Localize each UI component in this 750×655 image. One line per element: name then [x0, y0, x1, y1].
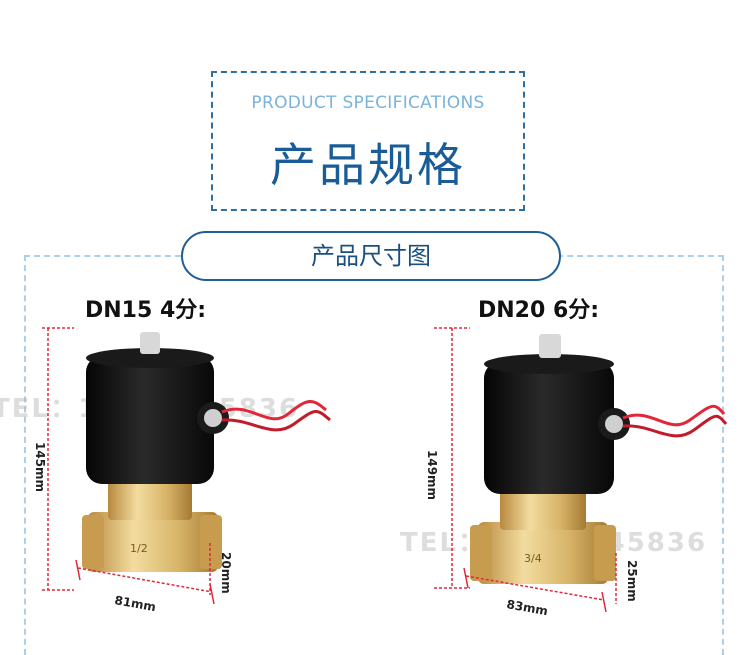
- model-label-dn15: DN15 4分:: [85, 298, 207, 323]
- length-label-dn20: 83mm: [505, 597, 549, 618]
- wire-red-2: [221, 410, 331, 432]
- header-box: PRODUCT SPECIFICATIONS 产品规格: [211, 71, 525, 211]
- height-label-dn20: 149mm: [425, 450, 439, 500]
- section-pill: 产品尺寸图: [181, 231, 561, 281]
- section-label: 产品尺寸图: [311, 242, 431, 270]
- valve-port-right: [594, 525, 616, 581]
- valve-body-pipe: [478, 522, 608, 584]
- body-mark-dn15: 1/2: [130, 542, 148, 555]
- valve-port-left: [82, 515, 104, 569]
- header-title-en: PRODUCT SPECIFICATIONS: [251, 93, 485, 113]
- valve-body-pipe: [88, 512, 218, 572]
- valve-port-right: [200, 515, 222, 569]
- coil-nut: [140, 332, 160, 354]
- model-label-dn20: DN20 6分:: [478, 298, 600, 323]
- valve-bonnet: [500, 488, 586, 530]
- wire-red: [221, 400, 327, 421]
- valve-illustration-dn15: 1/2 145mm 81mm 20mm: [33, 327, 331, 614]
- solenoid-coil: [484, 362, 614, 494]
- valve-port-left: [470, 525, 492, 581]
- body-mark-dn20: 3/4: [524, 552, 542, 565]
- valve-illustration-dn20: 3/4 149mm 83mm 25mm: [425, 327, 728, 618]
- height-label-dn15: 145mm: [33, 442, 47, 492]
- header-title-cn: 产品规格: [270, 138, 466, 192]
- valve-bonnet: [108, 480, 192, 520]
- coil-nut: [539, 334, 561, 358]
- wire-red: [622, 404, 726, 427]
- solenoid-coil: [86, 356, 214, 484]
- port-label-dn15: 20mm: [219, 552, 233, 594]
- port-label-dn20: 25mm: [625, 560, 639, 602]
- wire-red-2: [622, 414, 728, 438]
